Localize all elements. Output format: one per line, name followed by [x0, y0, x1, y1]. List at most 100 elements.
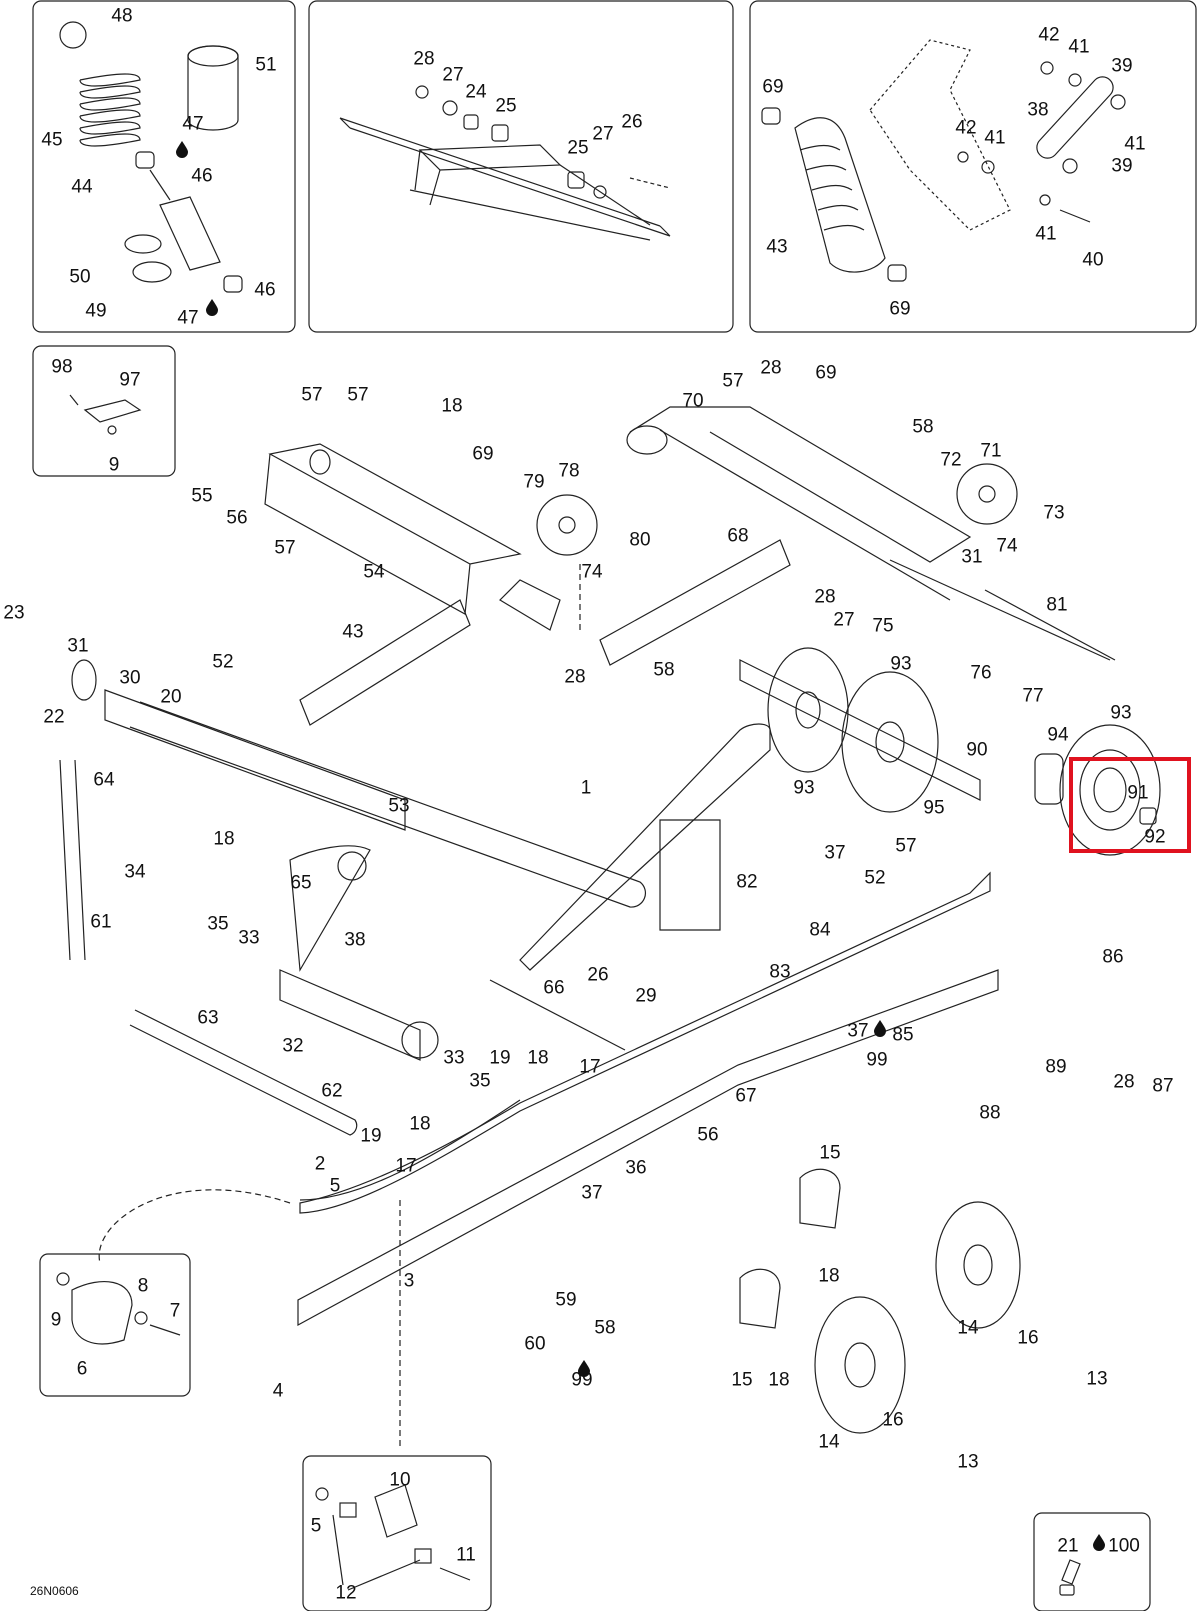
part-number-label: 27	[592, 123, 614, 145]
part-number-label: 15	[819, 1142, 841, 1164]
part-number-label: 61	[90, 911, 112, 933]
oil-drop-icons	[176, 141, 1105, 1551]
part-number-label: 30	[119, 667, 141, 689]
part-number-label: 100	[1108, 1535, 1140, 1557]
front-axle	[71, 659, 647, 908]
inset-arm-kit	[308, 0, 734, 333]
part-number-label: 69	[889, 298, 911, 320]
part-number-label: 55	[191, 485, 213, 507]
part-number-label: 85	[892, 1024, 914, 1046]
part-number-label: 32	[282, 1035, 304, 1057]
part-number-label: 35	[207, 913, 229, 935]
part-number-label: 93	[1110, 702, 1132, 724]
part-number-label: 57	[895, 835, 917, 857]
part-number-label: 21	[1057, 1535, 1079, 1557]
part-number-label: 52	[212, 651, 234, 673]
part-number-label: 25	[495, 95, 517, 117]
part-number-label: 16	[1017, 1327, 1039, 1349]
part-number-label: 57	[347, 384, 369, 406]
part-number-label: 53	[388, 795, 410, 817]
part-number-label: 73	[1043, 502, 1065, 524]
rear-arm-assembly	[264, 443, 598, 631]
inset-stopper-kit	[39, 1253, 191, 1397]
part-number-label: 25	[567, 137, 589, 159]
highlighted-wheel-part	[1059, 724, 1161, 856]
part-number-label: 74	[581, 561, 603, 583]
part-number-label: 38	[344, 929, 366, 951]
part-number-label: 5	[310, 1515, 322, 1537]
part-number-label: 69	[815, 362, 837, 384]
front-arm-assembly	[299, 406, 1111, 726]
part-number-label: 28	[413, 48, 435, 70]
stopper-kit-parts	[56, 1272, 181, 1345]
inset-shock-kit	[749, 0, 1197, 333]
part-number-label: 13	[1086, 1368, 1108, 1390]
inset-spring-kit	[32, 0, 296, 333]
part-number-label: 1	[580, 777, 592, 799]
part-number-label: 27	[833, 609, 855, 631]
part-number-label: 77	[1022, 685, 1044, 707]
part-number-label: 70	[682, 390, 704, 412]
inset-slider-kit	[32, 345, 176, 477]
part-number-label: 39	[1111, 55, 1133, 77]
oil-drop-icon	[206, 299, 218, 316]
part-number-label: 76	[970, 662, 992, 684]
part-number-label: 45	[41, 129, 63, 151]
part-number-label: 19	[489, 1047, 511, 1069]
inset-lube-kit	[1033, 1512, 1151, 1611]
part-number-label: 59	[555, 1289, 577, 1311]
part-number-label: 38	[1027, 99, 1049, 121]
part-number-label: 93	[793, 777, 815, 799]
part-number-label: 36	[625, 1157, 647, 1179]
part-number-label: 47	[177, 307, 199, 329]
oil-drop-icon	[578, 1360, 590, 1377]
part-number-label: 58	[912, 416, 934, 438]
part-number-label: 12	[335, 1582, 357, 1604]
highlight-box	[1069, 757, 1191, 853]
part-number-label: 7	[169, 1300, 181, 1322]
part-number-label: 14	[957, 1317, 979, 1339]
part-number-label: 26	[621, 111, 643, 133]
part-number-label: 74	[996, 535, 1018, 557]
part-number-label: 86	[1102, 946, 1124, 968]
lube-kit-parts	[1059, 1559, 1081, 1596]
part-number-label: 17	[579, 1056, 601, 1078]
rear-wheels	[739, 1168, 1021, 1434]
part-number-label: 60	[524, 1333, 546, 1355]
idler-wheels	[739, 647, 1064, 813]
misc-shafts	[59, 589, 1116, 1136]
part-number-label: 89	[1045, 1056, 1067, 1078]
slider-kit-parts	[69, 394, 142, 435]
part-number-label: 43	[342, 621, 364, 643]
part-number-label: 87	[1152, 1075, 1174, 1097]
part-number-label: 63	[197, 1007, 219, 1029]
part-number-label: 56	[697, 1124, 719, 1146]
part-number-label: 6	[76, 1358, 88, 1380]
part-number-label: 69	[762, 76, 784, 98]
part-number-label: 28	[814, 586, 836, 608]
part-number-label: 51	[255, 54, 277, 76]
part-number-label: 40	[1082, 249, 1104, 271]
part-number-label: 28	[760, 357, 782, 379]
part-number-label: 26	[587, 964, 609, 986]
part-number-label: 39	[1111, 155, 1133, 177]
part-number-label: 4	[272, 1380, 284, 1402]
bracket-kit-parts	[315, 1484, 471, 1591]
part-number-label: 84	[809, 919, 831, 941]
part-number-label: 58	[594, 1317, 616, 1339]
part-number-label: 88	[979, 1102, 1001, 1124]
part-number-label: 48	[111, 5, 133, 27]
part-number-label: 20	[160, 686, 182, 708]
oil-drop-icon	[1093, 1534, 1105, 1551]
part-number-label: 42	[955, 117, 977, 139]
part-number-label: 69	[472, 443, 494, 465]
part-number-label: 15	[731, 1369, 753, 1391]
part-number-label: 10	[389, 1469, 411, 1491]
part-number-label: 9	[50, 1309, 62, 1331]
part-number-label: 52	[864, 867, 886, 889]
part-number-label: 80	[629, 529, 651, 551]
part-number-label: 41	[1035, 223, 1057, 245]
part-number-label: 99	[571, 1369, 593, 1391]
